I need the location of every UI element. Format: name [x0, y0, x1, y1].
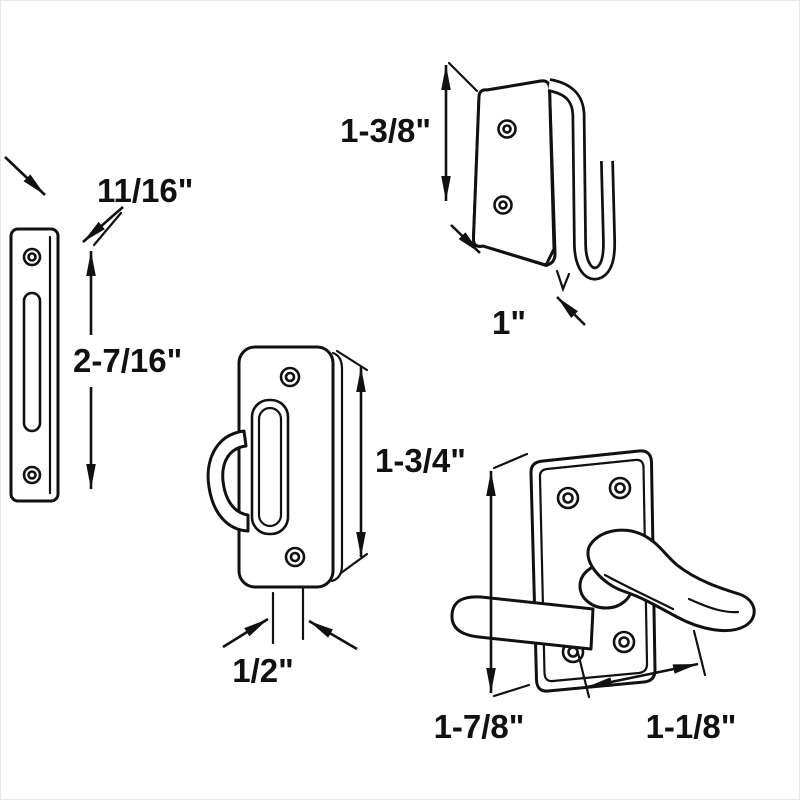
dimension-arrow — [82, 206, 124, 243]
dim-label-hook-height: 1-3/8" — [340, 112, 431, 149]
hook-tip — [555, 269, 571, 293]
lever-latch-part — [450, 449, 756, 693]
screw-hole-center — [618, 636, 630, 648]
dim-label-hook-width: 1" — [492, 304, 526, 341]
extension-line — [339, 552, 369, 575]
dimension-arrow — [4, 156, 46, 196]
dim-label-strike-height: 2-7/16" — [73, 342, 182, 379]
screw-hole-center — [562, 492, 574, 504]
hook-keeper-part — [471, 78, 617, 293]
thickness-edge-line — [330, 351, 344, 583]
extension-line — [492, 452, 529, 470]
extension-line — [447, 61, 479, 93]
screw-hole-center — [27, 252, 37, 262]
handle-edge-line — [603, 573, 675, 611]
screw-hole-center — [614, 482, 626, 494]
latch-keeper-hook — [206, 429, 250, 533]
dim-keeper-width: 1/2" — [222, 587, 358, 689]
dimension-arrow — [222, 617, 269, 649]
extension-line — [335, 349, 369, 372]
dim-label-keeper-width: 1/2" — [232, 652, 294, 689]
handle-grip-line — [687, 597, 740, 614]
dim-strike-height: 2-7/16" — [73, 211, 182, 489]
dim-label-latch-width: 1-1/8" — [646, 708, 737, 745]
keeper-slot — [250, 398, 290, 536]
dim-hook-height: 1-3/8" — [340, 61, 479, 201]
dim-strike-width: 11/16" — [4, 156, 193, 243]
dim-latch-width: 1-1/8" — [576, 629, 737, 745]
screw-hole-center — [289, 551, 301, 563]
dimension-arrow — [308, 619, 358, 651]
dim-keeper-height: 1-3/4" — [335, 349, 466, 575]
strike-slot — [22, 291, 42, 433]
screw-hole-center — [498, 200, 508, 210]
dim-label-keeper-height: 1-3/4" — [375, 442, 466, 479]
hook-flange-fill — [548, 80, 614, 278]
screw-hole-center — [502, 124, 512, 134]
extension-line — [492, 683, 531, 698]
latch-keeper-part — [206, 345, 344, 589]
dimension-arrow — [450, 224, 481, 254]
keeper-slot-inner — [257, 406, 283, 528]
extension-line — [576, 651, 591, 699]
dim-label-strike-width: 11/16" — [97, 172, 193, 209]
strike-plate-part — [9, 227, 60, 503]
hook-keeper-face — [471, 79, 556, 267]
screw-hole-center — [27, 470, 37, 480]
extension-line — [692, 629, 707, 677]
lever-handle — [586, 528, 756, 633]
dimension-arrow — [556, 296, 586, 326]
dimension-arrow — [586, 662, 699, 689]
dim-label-latch-height: 1-7/8" — [434, 708, 525, 745]
screw-hole-center — [284, 371, 296, 383]
dim-hook-width: 1" — [450, 224, 586, 341]
extension-line — [92, 211, 123, 247]
dim-latch-height: 1-7/8" — [434, 452, 531, 745]
